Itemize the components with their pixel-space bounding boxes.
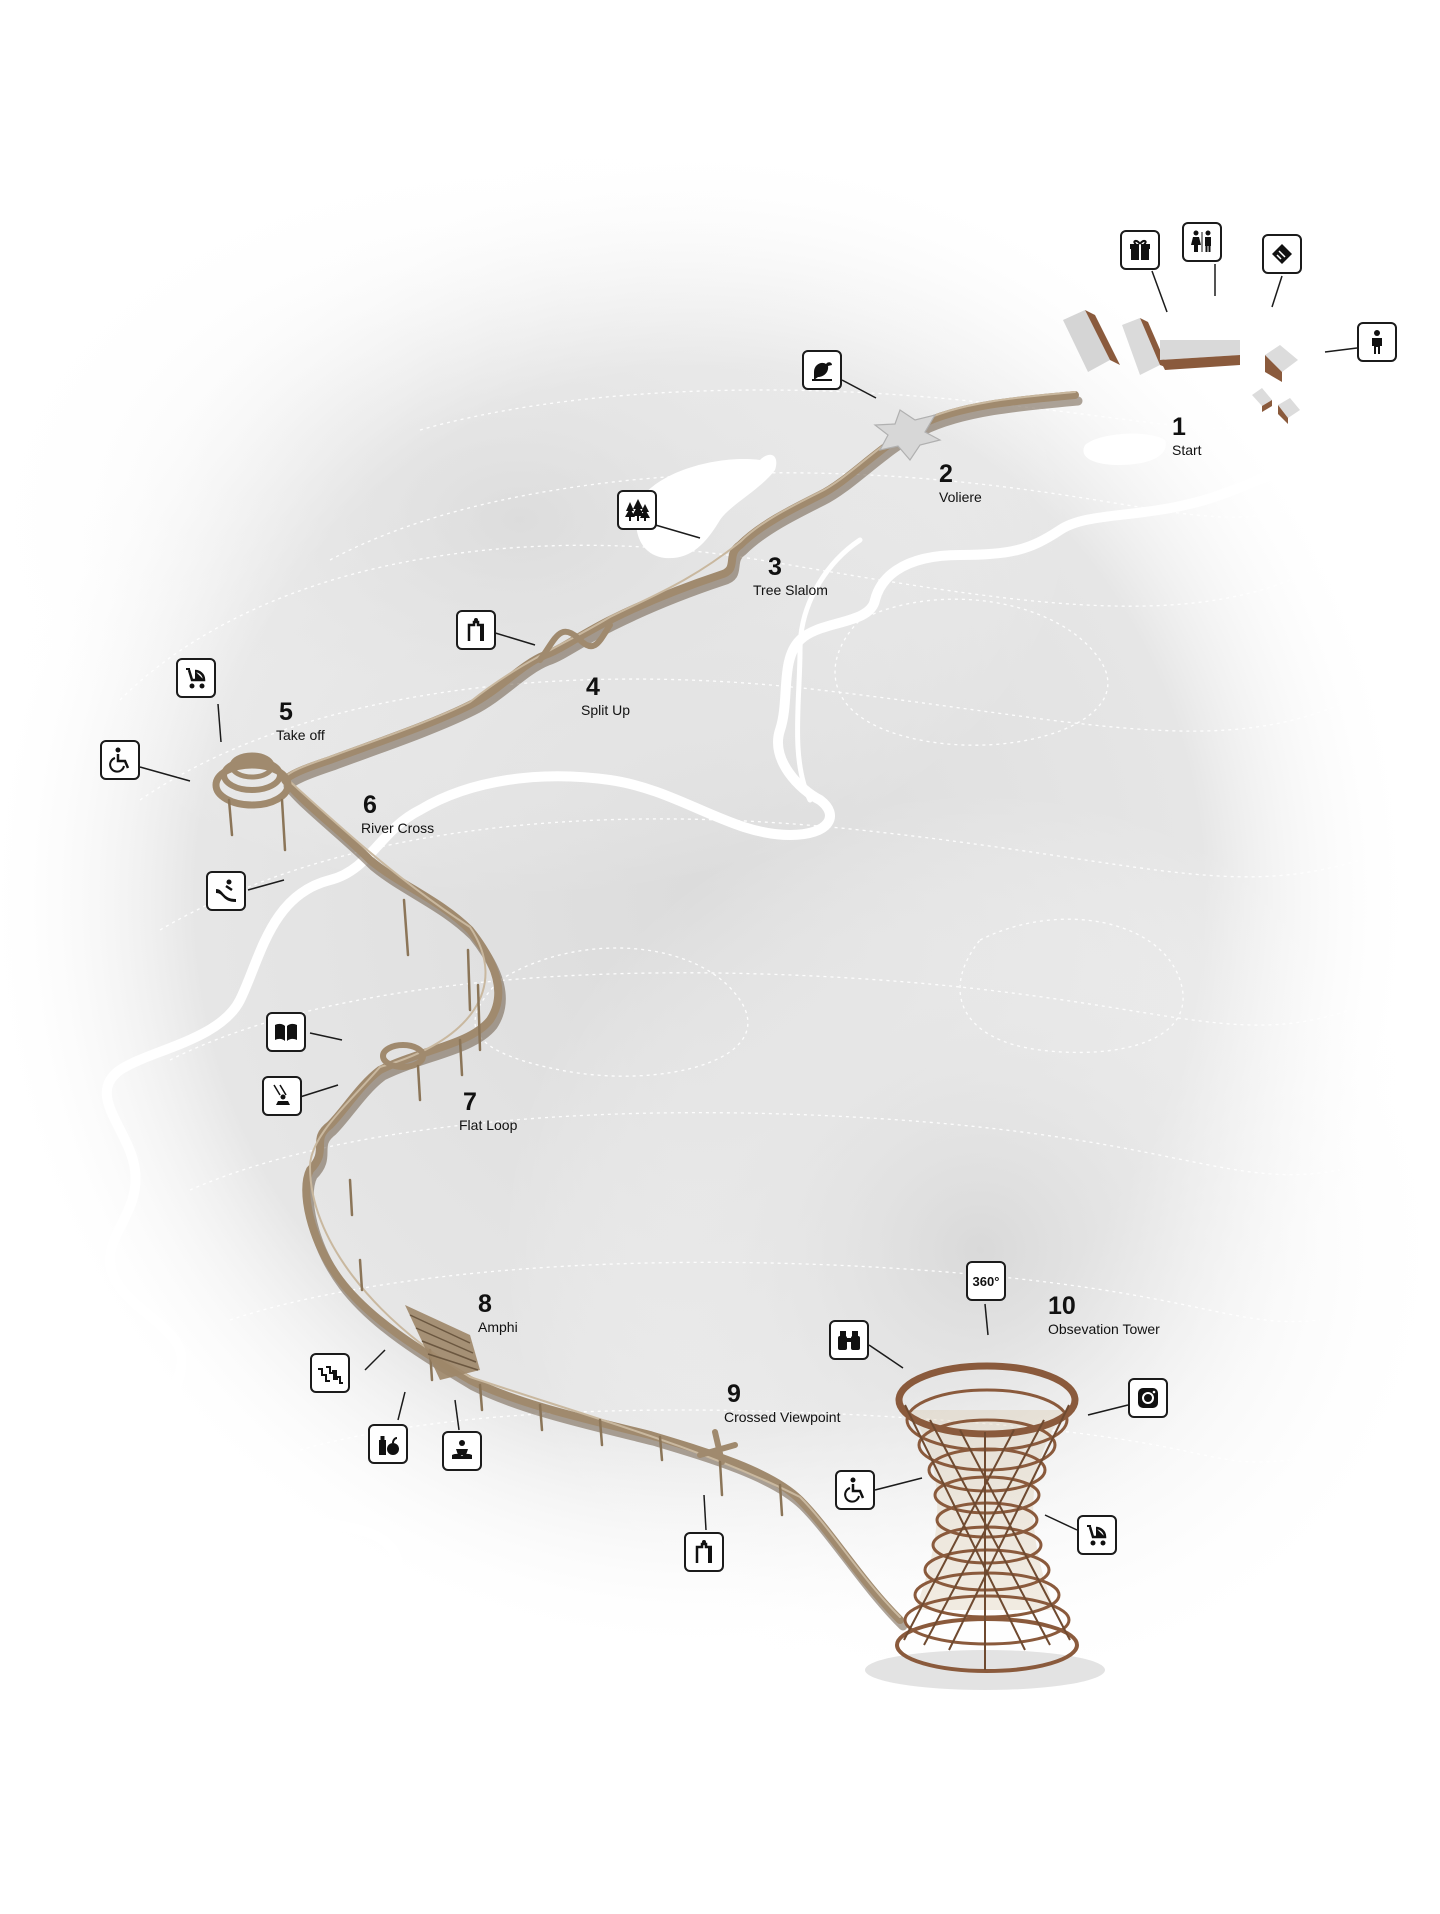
stop-label-1: 1 Start [1172,413,1202,459]
ticket-icon [1272,244,1292,264]
food-marker[interactable] [368,1424,408,1464]
stop-number: 4 [586,673,600,701]
stop-number: 6 [363,791,377,819]
restroom-marker[interactable] [1182,222,1222,262]
binoculars-icon [838,1331,860,1350]
boardwalk [212,391,1083,1631]
library-marker[interactable] [266,1012,306,1052]
gift-shop-marker[interactable] [1120,230,1160,270]
stop-label-7: 7 Flat Loop [459,1088,517,1134]
stop-label-3: 3 Tree Slalom [753,553,828,599]
lookout-marker-bottom[interactable] [684,1532,724,1572]
ponds [636,433,1166,559]
stroller-marker-top[interactable] [176,658,216,698]
stop-label-5: 5 Take off [276,698,325,744]
forest-marker[interactable] [617,490,657,530]
stop-number: 8 [478,1290,492,1318]
panorama-360-marker[interactable]: 360° [966,1261,1006,1301]
contour-lines [119,389,1361,1463]
stop-name: Crossed Viewpoint [724,1409,841,1425]
wheelchair-icon [109,747,130,773]
wheelchair-marker-top[interactable] [100,740,140,780]
stairs-marker[interactable] [310,1353,350,1393]
voliere-canopy [873,409,942,461]
restroom-icon [1191,230,1211,252]
observation-tower [865,1362,1105,1690]
slide-icon [216,879,236,902]
reading-marker[interactable] [442,1431,482,1471]
pointer-lines [139,264,1358,1531]
gift-icon [1130,239,1150,260]
stop-name: Split Up [581,702,631,718]
stop-label-6: 6 River Cross [361,791,435,837]
stop-number: 9 [727,1380,741,1408]
stop-name: Take off [276,727,325,743]
stop-number: 5 [279,698,293,726]
stop-number: 2 [939,460,953,488]
slide-marker[interactable] [206,871,246,911]
lookout-marker[interactable] [456,610,496,650]
stop-label-9: 9 Crossed Viewpoint [724,1380,841,1426]
stop-name: Start [1172,442,1202,458]
stop-name: Tree Slalom [753,582,828,598]
stop-name: River Cross [361,820,435,836]
lookout-icon [695,1540,712,1563]
stop-label-4: 4 Split Up [581,673,630,719]
wheelchair-icon [844,1477,865,1503]
book-icon [275,1023,297,1041]
badge-360: 360° [972,1273,1000,1289]
start-buildings [1063,310,1300,424]
ticket-marker[interactable] [1262,234,1302,274]
person-icon [1372,330,1382,354]
stroller-icon [1087,1525,1107,1546]
boardwalk-supports [227,798,784,1517]
stop-number: 1 [1172,413,1186,441]
wheelchair-marker-tower[interactable] [835,1470,875,1510]
food-icon [379,1436,399,1455]
stairs-icon [318,1366,343,1384]
reading-icon [452,1440,472,1459]
instagram-icon [1138,1388,1158,1408]
binoculars-marker[interactable] [829,1320,869,1360]
river [101,400,1375,1605]
stop-name: Flat Loop [459,1117,518,1133]
stop-number: 3 [768,553,782,581]
instagram-marker[interactable] [1128,1378,1168,1418]
stop-label-10: 10 Obsevation Tower [1048,1292,1160,1338]
stop-label-8: 8 Amphi [478,1290,518,1336]
stop-label-2: 2 Voliere [939,460,982,506]
swing-icon [273,1084,290,1105]
swing-marker[interactable] [262,1076,302,1116]
trees-icon [625,499,650,521]
amphi-structure [405,1305,480,1380]
stroller-marker-tower[interactable] [1077,1515,1117,1555]
stop-name: Voliere [939,489,982,505]
stroller-icon [186,668,206,689]
lookout-icon [467,618,484,641]
guide-marker[interactable] [1357,322,1397,362]
stop-name: Obsevation Tower [1048,1321,1160,1337]
stop-name: Amphi [478,1319,518,1335]
bird-marker[interactable] [802,350,842,390]
stop-number: 10 [1048,1292,1076,1320]
stop-number: 7 [463,1088,477,1116]
bird-icon [812,362,832,381]
